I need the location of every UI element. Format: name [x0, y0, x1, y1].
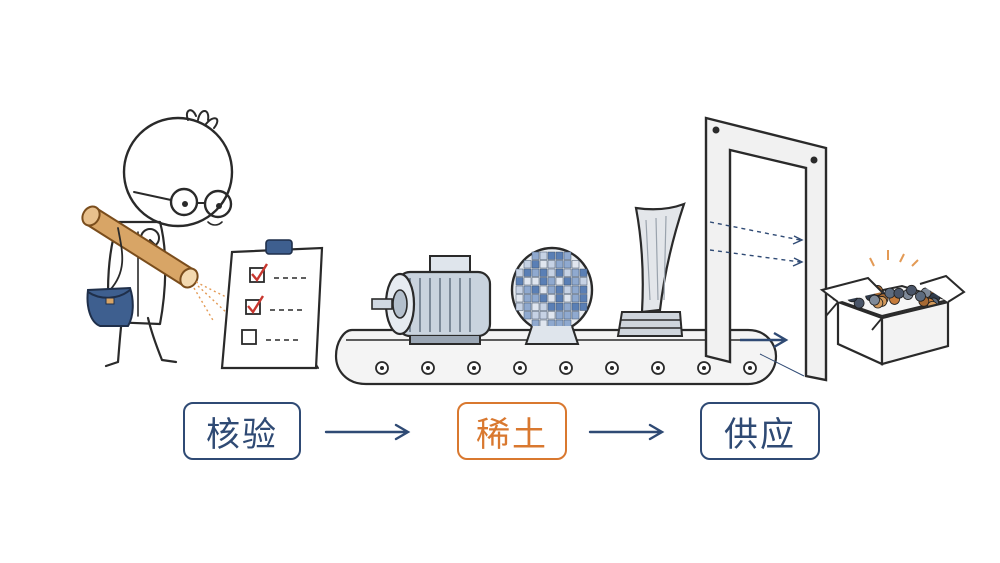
wafer-die [563, 251, 572, 260]
supply-label: 供应 [700, 402, 820, 460]
wafer-die [555, 260, 564, 269]
wafer-die [515, 277, 524, 286]
wafer-die [555, 311, 564, 320]
wafer-die [531, 311, 540, 320]
wafer-die [539, 260, 548, 269]
ore-pellet [906, 284, 917, 296]
electric-motor [371, 255, 492, 345]
wafer-die [563, 268, 572, 277]
wafer-die [531, 285, 540, 294]
wafer-die [523, 277, 532, 286]
wafer-die [547, 285, 556, 294]
wafer-die [571, 277, 580, 286]
wafer-die [571, 285, 580, 294]
wafer-die [579, 285, 588, 294]
wafer-die [571, 260, 580, 269]
checklist-item [249, 263, 306, 283]
wafer-die [523, 311, 532, 320]
flow-arrow-1 [324, 423, 411, 441]
ore-pellet [853, 297, 865, 309]
wafer-die [547, 277, 556, 286]
conveyor-roller [605, 361, 619, 375]
wafer-die [555, 277, 564, 286]
rare-earth-label: 稀土 [457, 402, 567, 460]
wafer-die [531, 302, 540, 311]
wafer-die [563, 311, 572, 320]
wafer-die [563, 277, 572, 286]
wafer-die [555, 251, 564, 260]
checklist-item [245, 295, 302, 315]
wafer-die [539, 311, 548, 320]
conveyor-roller [697, 361, 711, 375]
ore-pellet [915, 290, 926, 302]
wafer-die [579, 294, 588, 303]
wafer-die [555, 302, 564, 311]
magnifier-tube [81, 205, 233, 323]
turbine-blade [616, 202, 686, 337]
semiconductor-wafer [510, 246, 594, 345]
wafer-die [539, 302, 548, 311]
wafer-die [523, 285, 532, 294]
wafer-die [539, 285, 548, 294]
wafer-die [579, 268, 588, 277]
wafer-die [531, 277, 540, 286]
conveyor-roller [375, 361, 389, 375]
wafer-die [523, 268, 532, 277]
wafer-die [523, 302, 532, 311]
scanner-gate [704, 116, 828, 382]
wafer-die [555, 285, 564, 294]
wafer-die [571, 294, 580, 303]
wafer-die [571, 302, 580, 311]
wafer-die [515, 302, 524, 311]
shoulder-bag [86, 227, 134, 327]
wafer-die [531, 268, 540, 277]
wafer-die [563, 285, 572, 294]
flow-arrow-2 [588, 423, 665, 441]
conveyor-roller [421, 361, 435, 375]
wafer-die [571, 268, 580, 277]
box-of-ore [819, 250, 966, 366]
wafer-die [563, 260, 572, 269]
conveyor-roller [467, 361, 481, 375]
ore-pellet [869, 294, 880, 306]
wafer-die [579, 302, 588, 311]
conveyor-roller [651, 361, 665, 375]
wafer-die [539, 251, 548, 260]
conveyor-roller [743, 361, 757, 375]
wafer-die [515, 294, 524, 303]
wafer-die [539, 268, 548, 277]
wafer-die [539, 294, 548, 303]
checklist-item [241, 329, 298, 345]
wafer-die [547, 311, 556, 320]
wafer-die [523, 294, 532, 303]
wafer-die [555, 294, 564, 303]
conveyor-roller [513, 361, 527, 375]
wafer-die [515, 268, 524, 277]
conveyor-roller [559, 361, 573, 375]
wafer-die [579, 277, 588, 286]
ore-pellet [893, 287, 905, 299]
wafer-die [515, 285, 524, 294]
wafer-die [539, 277, 548, 286]
wafer-die [555, 268, 564, 277]
checklist-clipboard [220, 239, 324, 370]
wafer-die [547, 268, 556, 277]
wafer-die [523, 260, 532, 269]
verify-label: 核验 [183, 402, 301, 460]
wafer-die [531, 251, 540, 260]
wafer-die [563, 302, 572, 311]
wafer-die [547, 302, 556, 311]
ore-pellet [884, 287, 896, 299]
wafer-die [563, 294, 572, 303]
wafer-die [531, 260, 540, 269]
wafer-die [547, 260, 556, 269]
wafer-die [531, 294, 540, 303]
wafer-die [547, 251, 556, 260]
wafer-die [547, 294, 556, 303]
wafer-die [571, 311, 580, 320]
